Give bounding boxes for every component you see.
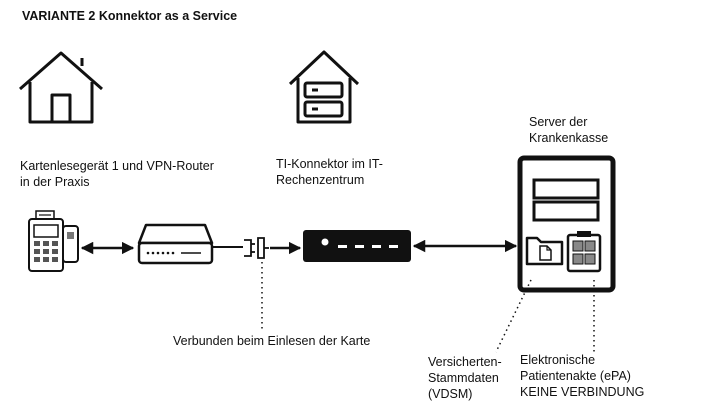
vpn-router-icon (137, 223, 214, 265)
datacenter-icon (288, 50, 360, 124)
house-icon (19, 51, 103, 124)
dotted-leaders (261, 262, 595, 354)
connector-icon (303, 230, 411, 262)
card-reader-router-label: Kartenlesegerät 1 und VPN-Router in der … (20, 159, 214, 189)
ti-connector-label: TI-Konnektor im IT- Rechenzentrum (276, 157, 383, 187)
diagram-title: VARIANTE 2 Konnektor as a Service (22, 9, 238, 23)
insurer-server-label: Server der Krankenkasse (529, 115, 609, 145)
epa-label: Elektronische Patientenakte (ePA) KEINE … (520, 353, 645, 399)
connected-when-reading-label: Verbunden beim Einlesen der Karte (173, 334, 371, 348)
clipboard-icon (566, 231, 602, 273)
folder-icon (525, 236, 564, 266)
vdsm-label: Versicherten- Stammdaten (VDSM) (428, 355, 502, 401)
card-reader-icon (28, 210, 79, 272)
plug-icon (244, 237, 269, 259)
